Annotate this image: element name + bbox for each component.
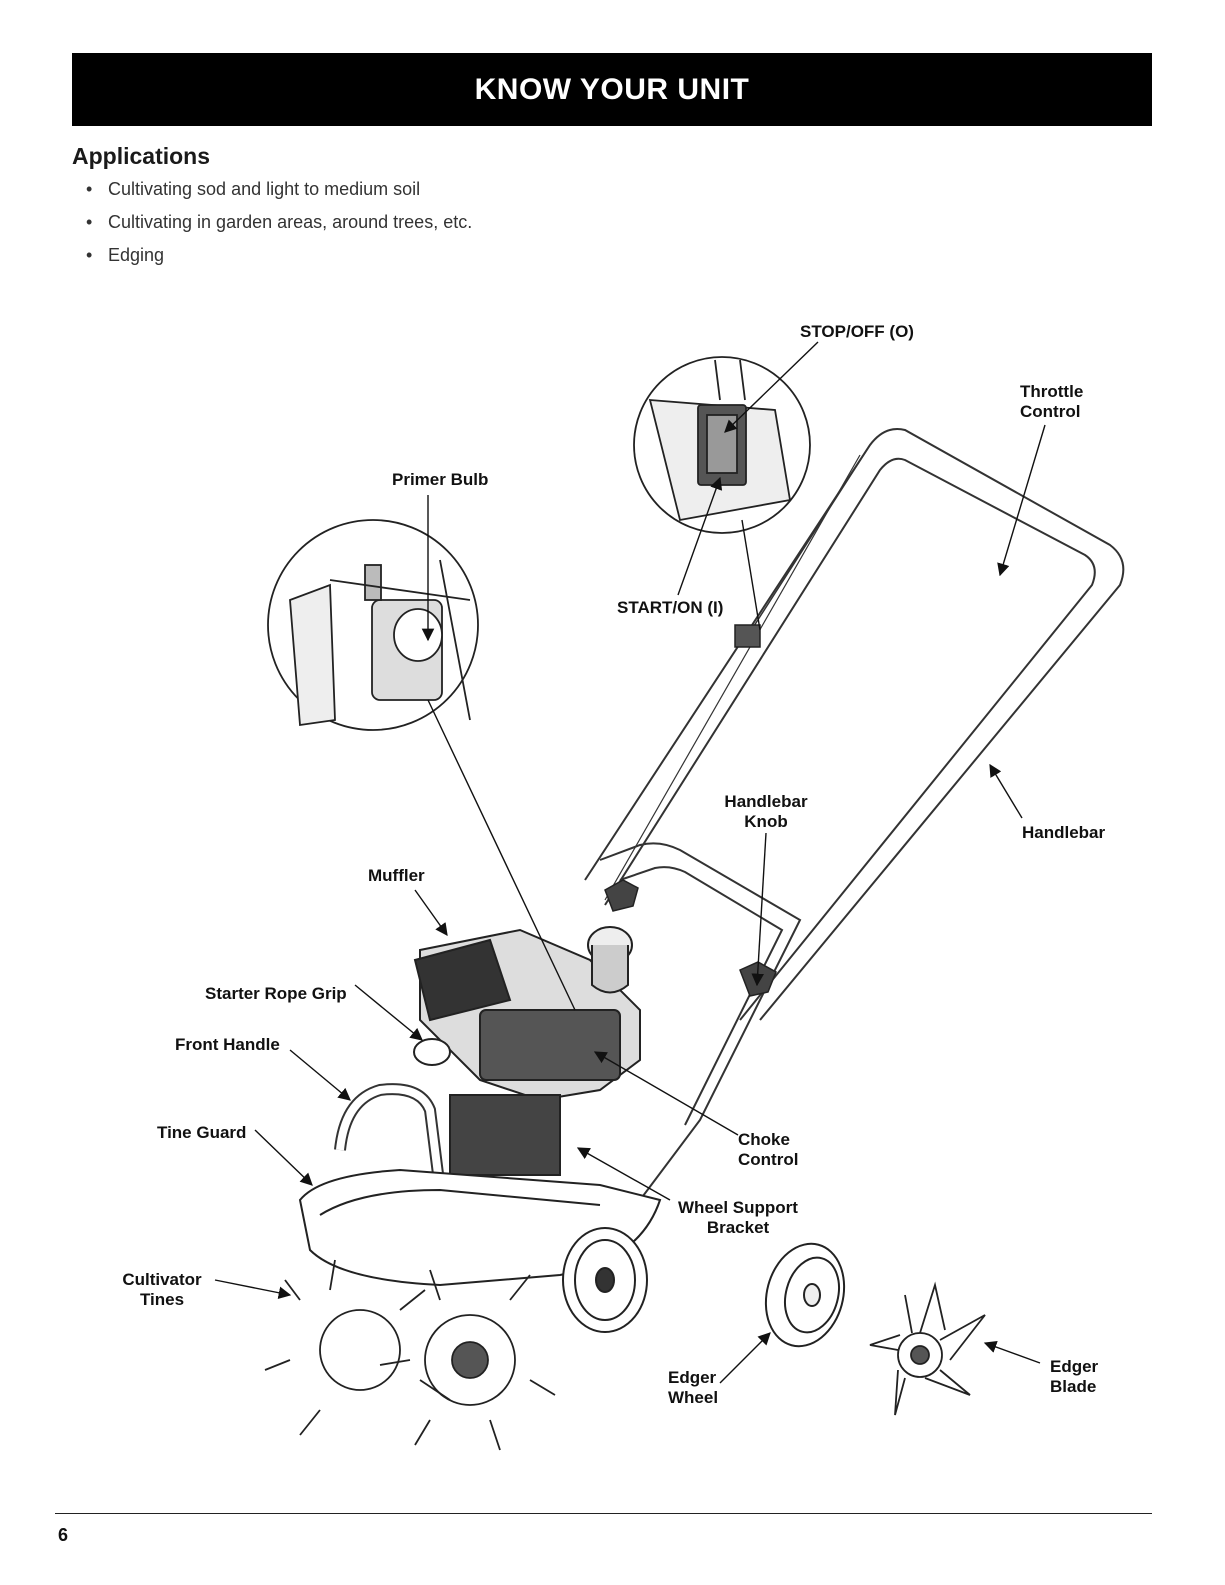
list-item: Cultivating sod and light to medium soil (86, 178, 472, 211)
edger-wheel-drawing (764, 1242, 846, 1348)
label-edger-wheel-line2: Wheel (668, 1388, 719, 1407)
page-number: 6 (58, 1525, 69, 1545)
label-handlebar-knob-line2: Knob (744, 812, 788, 831)
label-throttle-line1: Throttle (1020, 382, 1084, 401)
label-wheel-support-line1: Wheel Support (678, 1198, 798, 1217)
label-cultivator-tines-line1: Cultivator (122, 1270, 202, 1289)
label-choke-line1: Choke (738, 1130, 790, 1149)
edger-blade-drawing (869, 1281, 986, 1416)
label-tine-guard: Tine Guard (157, 1123, 247, 1142)
label-handlebar-knob-line1: Handlebar (724, 792, 808, 811)
wheel-drawing (562, 1227, 648, 1333)
applications-list: Cultivating sod and light to medium soil… (86, 178, 472, 277)
handlebar-knobs (604, 624, 777, 997)
label-muffler: Muffler (368, 866, 425, 885)
label-stop-off: STOP/OFF (O) (800, 322, 914, 341)
label-primer-bulb: Primer Bulb (392, 470, 489, 489)
leader-lines (214, 341, 1046, 1384)
header-bar: KNOW YOUR UNIT (72, 53, 1152, 126)
label-choke-line2: Control (738, 1150, 799, 1169)
label-front-handle: Front Handle (175, 1035, 280, 1054)
handlebar-drawing (584, 428, 1125, 1201)
section-title-applications: Applications (72, 143, 211, 169)
page-title: KNOW YOUR UNIT (474, 72, 750, 106)
cultivator-tines-drawing (264, 1259, 556, 1451)
label-edger-blade-line2: Blade (1050, 1377, 1097, 1396)
label-starter-rope-grip: Starter Rope Grip (205, 984, 347, 1003)
primer-bulb-inset (267, 519, 479, 731)
label-throttle-line2: Control (1020, 402, 1081, 421)
label-cultivator-tines-line2: Tines (139, 1290, 185, 1309)
label-edger-blade-line1: Edger (1050, 1357, 1099, 1376)
list-item: Edging (86, 244, 472, 277)
switch-inset (633, 356, 811, 534)
list-item: Cultivating in garden areas, around tree… (86, 211, 472, 244)
label-start-on: START/ON (I) (617, 598, 724, 617)
label-wheel-support-line2: Bracket (706, 1218, 770, 1237)
engine-drawing (413, 926, 641, 1176)
footer-divider (55, 1513, 1152, 1514)
label-edger-wheel-line1: Edger (668, 1368, 717, 1387)
label-handlebar: Handlebar (1022, 823, 1106, 842)
